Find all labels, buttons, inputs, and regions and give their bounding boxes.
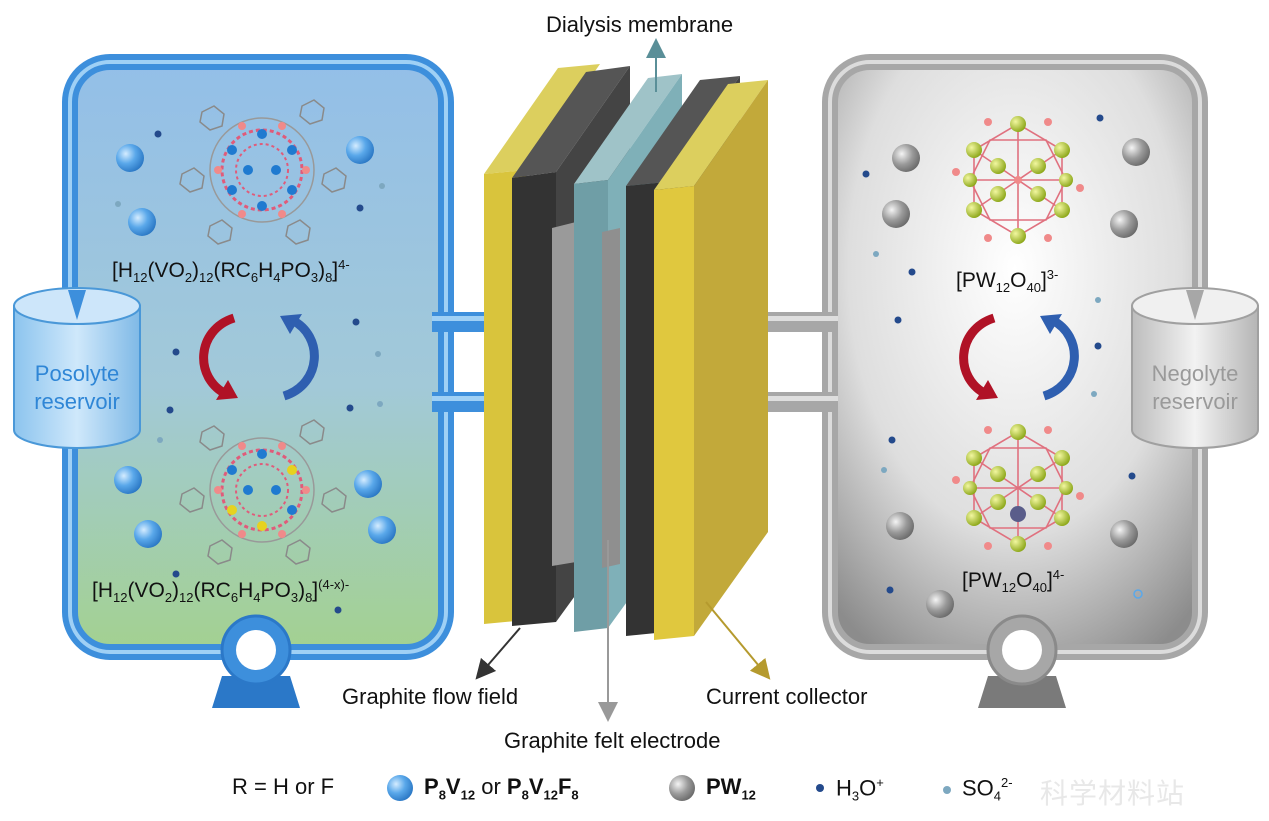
so4-ion [1091, 391, 1097, 397]
negolyte-redox-arrows [959, 313, 1079, 401]
graphite-flow-field-left [512, 66, 630, 178]
h3o-ion [166, 406, 174, 414]
so4-ion [881, 467, 887, 473]
pw12-ball [886, 512, 914, 540]
so4-ion [375, 351, 381, 357]
negolyte-particles [862, 114, 1150, 618]
negolyte-molecule-reduced [952, 424, 1084, 552]
legend-r-definition: R = H or F [232, 774, 335, 799]
h3o-ion [172, 348, 180, 356]
legend: R = H or F P8V12 or P8V12F8 PW12 H3O+ SO… [0, 770, 1269, 810]
legend-so4-symbol [943, 786, 951, 794]
so4-ion [157, 437, 163, 443]
h3o-ion [894, 316, 902, 324]
pw12-ball [892, 144, 920, 172]
h3o-ion [862, 170, 870, 178]
so4-ion [377, 401, 383, 407]
legend-h3o-symbol [816, 784, 824, 792]
p8v12-ball [346, 136, 374, 164]
legend-pw12-label: PW12 [706, 774, 756, 803]
posolyte-pump [212, 614, 300, 708]
h3o-ion [352, 318, 360, 326]
h3o-ion [334, 606, 342, 614]
pw12-ball [1110, 520, 1138, 548]
legend-p8v12-label: P8V12 or P8V12F8 [424, 774, 579, 803]
dialysis-membrane-label: Dialysis membrane [546, 12, 734, 37]
posolyte-redox-arrows [199, 313, 319, 401]
h3o-ion [908, 268, 916, 276]
graphite-felt-electrode-right [602, 228, 620, 568]
legend-h3o-label: H3O+ [836, 775, 884, 804]
pw12-ball [882, 200, 910, 228]
so4-ion [1133, 589, 1143, 599]
dialysis-membrane [574, 74, 682, 184]
posolyte-formula-reduced: [H12(VO2)12(RC6H4PO3)8](4-x)- [92, 577, 350, 606]
graphite-felt-electrode-label: Graphite felt electrode [504, 728, 721, 753]
so4-ion [1095, 297, 1101, 303]
flow-field-callout-arrow [475, 627, 521, 680]
watermark: 科学材料站 [1040, 777, 1186, 810]
legend-p8v12-symbol [387, 775, 413, 801]
h3o-ion [888, 436, 896, 444]
h3o-ion [886, 586, 894, 594]
cell-stack [484, 64, 768, 640]
h3o-ion [154, 130, 162, 138]
graphite-felt-electrode-left [552, 222, 576, 566]
so4-ion [115, 201, 121, 207]
h3o-ion [172, 570, 180, 578]
so4-ion [873, 251, 879, 257]
legend-so4-label: SO42- [962, 775, 1013, 804]
current-collector-right [654, 80, 768, 190]
negolyte-molecule-oxidized [952, 116, 1084, 244]
posolyte-molecule-oxidized [179, 99, 347, 245]
current-collector-left [484, 64, 600, 174]
negolyte-reservoir [1131, 287, 1259, 449]
h3o-ion [1096, 114, 1104, 122]
p8v12-ball [114, 466, 142, 494]
p8v12-ball [368, 516, 396, 544]
posolyte-pipe-lower [432, 392, 490, 412]
p8v12-ball [134, 520, 162, 548]
h3o-ion [1128, 472, 1136, 480]
graphite-flow-field-label: Graphite flow field [342, 684, 519, 709]
pw12-ball [1122, 138, 1150, 166]
h3o-ion [1094, 342, 1102, 350]
posolyte-reservoir [13, 287, 141, 449]
negolyte-formula-reduced: [PW12O40]4- [962, 567, 1065, 596]
pw12-ball [926, 590, 954, 618]
posolyte-particles [114, 130, 396, 614]
current-collector-label: Current collector [706, 684, 868, 709]
negolyte-formula-oxidized: [PW12O40]3- [956, 267, 1059, 296]
h3o-ion [356, 204, 364, 212]
p8v12-ball [354, 470, 382, 498]
collector-callout-arrow [705, 601, 771, 680]
h3o-ion [346, 404, 354, 412]
negolyte-pump [978, 614, 1066, 708]
p8v12-ball [128, 208, 156, 236]
so4-ion [379, 183, 385, 189]
graphite-flow-field-right [626, 76, 740, 186]
posolyte-pipe-upper [432, 312, 490, 332]
legend-pw12-symbol [669, 775, 695, 801]
pw12-ball [1110, 210, 1138, 238]
p8v12-ball [116, 144, 144, 172]
posolyte-formula-oxidized: [H12(VO2)12(RC6H4PO3)8]4- [112, 257, 350, 286]
posolyte-molecule-reduced [179, 419, 347, 565]
